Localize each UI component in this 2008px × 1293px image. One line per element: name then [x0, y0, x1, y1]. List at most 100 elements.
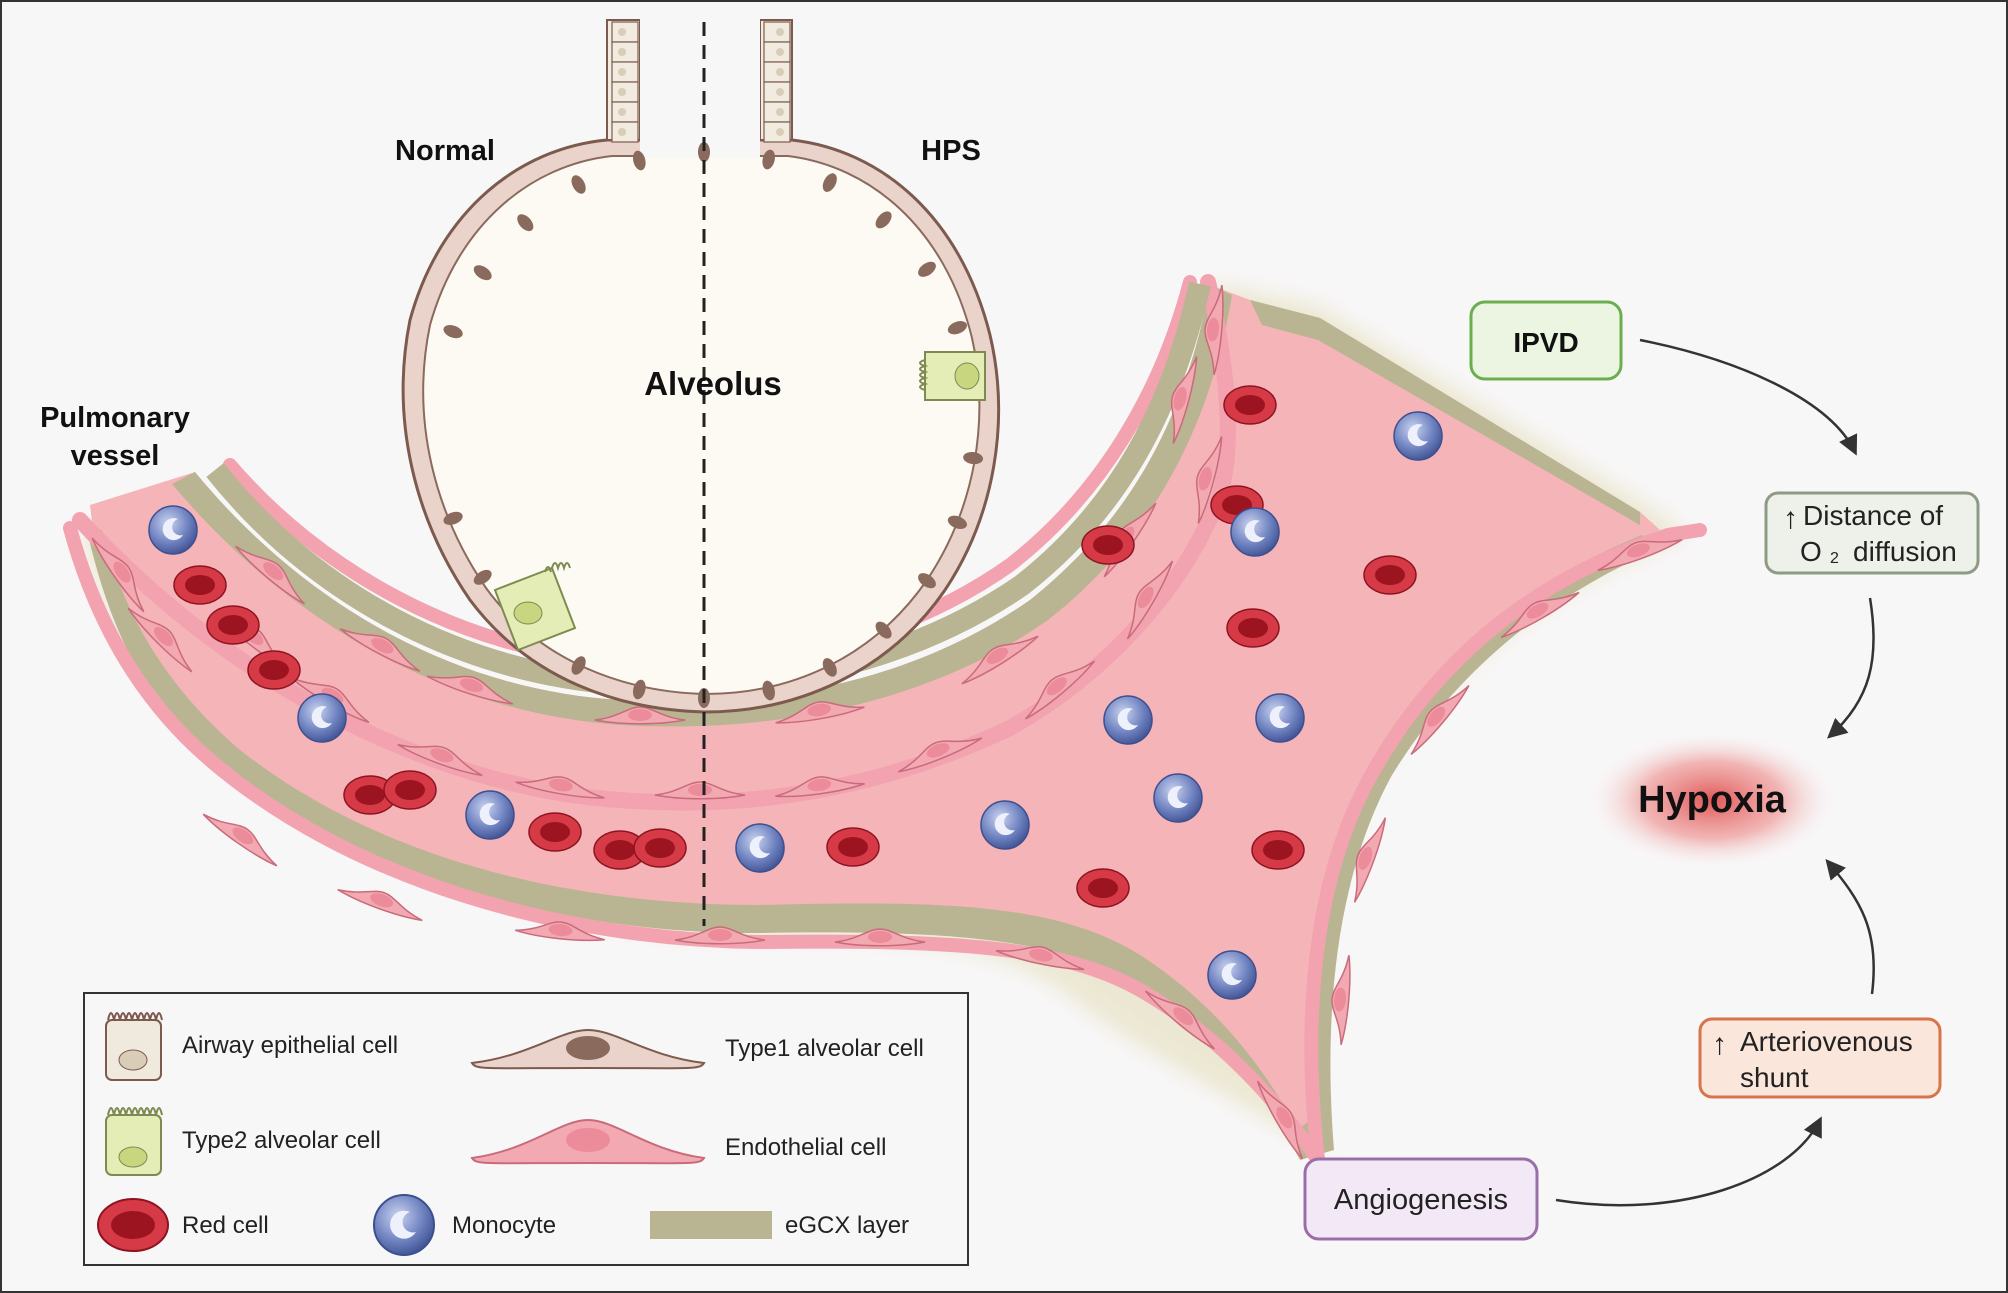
endothelial-cell-nucleus: [1626, 543, 1650, 558]
legend-airway-label: Airway epithelial cell: [182, 1032, 398, 1059]
monocyte-nucleus: [311, 706, 332, 729]
monocyte-body: [1393, 411, 1443, 461]
endothelial-cell: [995, 946, 1085, 971]
endothelial-cell-nucleus: [1173, 1007, 1194, 1026]
endothelial-cell-nucleus: [154, 626, 174, 646]
type1-nucleus: [571, 175, 586, 194]
endothelial-cell: [961, 635, 1039, 685]
endothelial-cell: [515, 776, 605, 799]
endothelial-cell-nucleus: [926, 743, 950, 758]
airway-epithelial-cells: [611, 21, 791, 143]
airway-lumen: [640, 18, 760, 158]
endothelial-cell: [339, 628, 421, 672]
airway-cell-nucleus: [776, 28, 784, 36]
monocyte-nucleus: [994, 813, 1015, 836]
label-pulmonary: Pulmonary: [40, 402, 190, 434]
monocyte: [148, 505, 198, 555]
monocyte-body: [1230, 507, 1280, 557]
type2-alveolar-cell-right: [919, 351, 986, 401]
endothelial-cell: [775, 701, 865, 724]
monocyte-body: [148, 505, 198, 555]
red-cell: [1226, 608, 1280, 648]
type1-nucleus: [632, 150, 646, 171]
vessel-lumen: [90, 285, 1660, 1150]
airway-cell-nucleus: [618, 28, 626, 36]
endothelial-cell: [1170, 356, 1198, 444]
type1-alveolar-nuclei: [443, 142, 984, 708]
type1-nucleus: [875, 211, 892, 229]
monocyte-body: [465, 790, 515, 840]
endothelial-cell: [594, 706, 686, 725]
endothelial-cell-nucleus: [430, 748, 454, 763]
legend: Airway epithelial cell Type2 alveolar ce…: [83, 992, 969, 1266]
endothelial-cell-nucleus: [232, 827, 254, 845]
endothelial-cell-nucleus: [549, 778, 573, 792]
red-cell-center: [355, 785, 385, 805]
endothelial-cell: [127, 607, 193, 673]
angiogenesis-box: [1303, 1157, 1539, 1241]
endothelial-cell: [397, 743, 483, 777]
endothelial-cell-nucleus: [548, 923, 573, 937]
monocyte-nucleus: [1167, 786, 1188, 809]
endothelial-cell: [234, 545, 306, 605]
distance-box: [1764, 491, 1980, 575]
legend-endothelial-label: Endothelial cell: [725, 1134, 886, 1161]
type1-nucleus: [762, 680, 775, 701]
endothelial-cell-nucleus: [1427, 706, 1446, 727]
alveolus: [401, 18, 1001, 714]
shunt-label-line2: shunt: [1740, 1062, 1809, 1093]
airway-cell-nucleus: [776, 108, 784, 116]
legend-red-cell-icon: [97, 1198, 169, 1252]
type1-nucleus: [517, 214, 534, 232]
red-cell: [633, 828, 687, 868]
hypoxia-glow: [1584, 730, 1840, 870]
legend-egcx-label: eGCX layer: [785, 1212, 909, 1239]
endothelial-cell-nucleus: [1276, 1106, 1293, 1129]
endothelial-cell-nucleus: [1029, 948, 1053, 962]
hypoxia-label: Hypoxia: [1638, 779, 1787, 821]
ipvd-label: IPVD: [1513, 327, 1578, 358]
legend-type1-icon: [470, 1028, 706, 1070]
monocyte: [980, 800, 1030, 850]
endothelial-cell-nucleus: [807, 778, 832, 792]
type2-alveolar-cell-left: [493, 562, 577, 652]
flow-shunt: ↑ Arteriovenous shunt: [1698, 1017, 1942, 1099]
legend-monocyte-icon: [373, 1194, 435, 1256]
monocyte-nucleus: [1244, 520, 1265, 543]
red-cell: [247, 650, 301, 690]
endothelial-cell: [337, 888, 423, 922]
endothelial-cell-nucleus: [1137, 586, 1154, 609]
monocyte-body: [1103, 695, 1153, 745]
shunt-up-arrow: ↑: [1712, 1028, 1727, 1061]
endothelial-cell: [654, 781, 746, 800]
airway-cell-nucleus: [776, 88, 784, 96]
endothelial-cell: [897, 737, 983, 773]
monocyte: [297, 693, 347, 743]
label-vessel: vessel: [71, 440, 160, 472]
distance-label-sub: 2: [1830, 550, 1839, 567]
type1-nucleus: [443, 511, 463, 525]
shunt-label-line1: Arteriovenous: [1740, 1026, 1913, 1057]
red-cell: [1223, 385, 1277, 425]
monocyte-body: [980, 800, 1030, 850]
red-cell: [206, 605, 260, 645]
type1-nucleus: [822, 173, 837, 192]
red-cell: [173, 565, 227, 605]
distance-label-o: O: [1800, 536, 1822, 567]
shunt-box: [1698, 1017, 1942, 1099]
type1-nucleus: [963, 452, 984, 465]
endothelial-cell: [834, 928, 926, 947]
endothelial-cell: [515, 921, 605, 942]
red-cell-center: [1088, 878, 1118, 898]
red-cell-center: [1093, 535, 1123, 555]
monocyte-nucleus: [1407, 424, 1428, 447]
monocyte-body: [1255, 693, 1305, 743]
monocyte: [1103, 695, 1153, 745]
airway-cell-nucleus: [618, 68, 626, 76]
red-cell: [1081, 525, 1135, 565]
endothelial-cell-nucleus: [807, 703, 831, 717]
endothelial-cell: [1144, 990, 1216, 1050]
type1-nucleus: [473, 265, 492, 281]
